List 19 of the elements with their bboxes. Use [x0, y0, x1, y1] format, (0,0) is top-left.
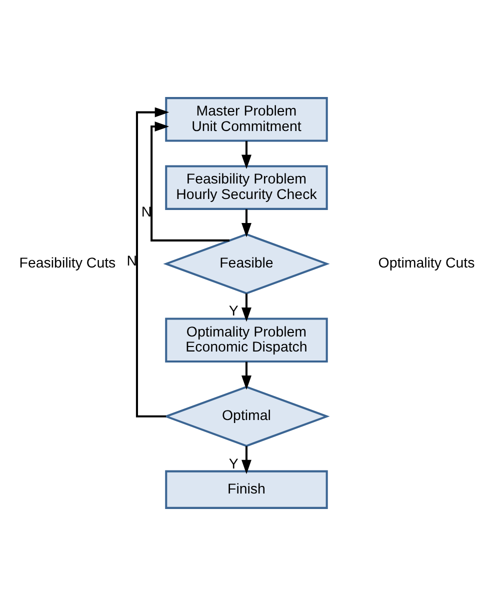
node-box: Master Problem Unit Commitment	[165, 97, 328, 142]
node-diamond: Optimal	[163, 386, 330, 447]
node-diamond: Feasible	[163, 233, 330, 294]
label: Optimality Cuts	[378, 256, 475, 272]
arrow	[242, 294, 252, 322]
arrow	[242, 446, 252, 474]
arrow	[150, 122, 230, 242]
arrow	[242, 140, 252, 169]
arrow	[242, 209, 252, 238]
node-box: Optimality Problem Economic Dispatch	[165, 318, 328, 362]
label: Feasibility Cuts	[19, 256, 116, 272]
edge-label: Y	[228, 456, 238, 472]
arrow	[242, 362, 252, 390]
arrow	[136, 107, 170, 418]
edge-label: N	[141, 204, 152, 220]
edge-label: N	[126, 254, 138, 270]
edge-label: Y	[228, 304, 238, 320]
node-box: Feasibility Problem Hourly Security Check	[165, 165, 328, 210]
node-box: Finish	[165, 470, 328, 509]
